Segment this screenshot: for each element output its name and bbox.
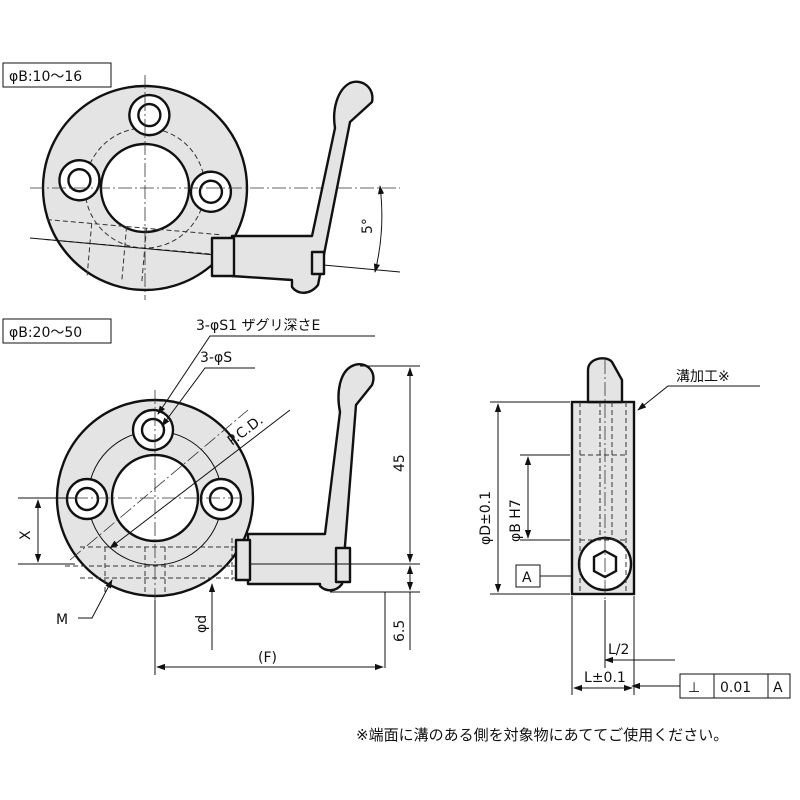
tol-value: 0.01: [720, 680, 751, 696]
tolerance-frame: ⊥ 0.01 A: [679, 673, 791, 699]
pcd-leader: [109, 409, 291, 549]
top-size-label-box: [2, 62, 112, 88]
hole-label: 3-φS: [200, 350, 232, 366]
dim-d: φd: [194, 615, 210, 633]
tol-datum: A: [773, 680, 783, 696]
dim-B: φB H7: [508, 499, 524, 542]
front-size-label: φB:20～50: [9, 325, 82, 341]
top-view: φB:10～16 5°: [2, 62, 401, 300]
dim-f: (F): [258, 650, 277, 666]
top-lever-handle: [230, 80, 374, 294]
dim-D: φD±0.1: [478, 491, 494, 545]
top-size-label: φB:10～16: [9, 69, 82, 85]
footnote: ※端面に溝のある側を対象物にあててご使用ください。: [356, 726, 728, 744]
side-view: 溝加工※ φD±0.1 φB H7 A L/2 L±0.1 ⊥ 0.01 A: [478, 357, 791, 699]
side-lever-top: [586, 357, 624, 404]
dim-L: L±0.1: [584, 670, 626, 686]
front-lever-hub: [234, 538, 252, 582]
angle-label: 5°: [360, 218, 376, 234]
dim-45: 45: [392, 454, 408, 472]
dim-6-5: 6.5: [392, 620, 408, 642]
dim-x: X: [18, 530, 34, 540]
front-lever-handle: [246, 363, 375, 592]
groove-label: 溝加工※: [676, 369, 730, 385]
angle-arc: [373, 185, 385, 273]
counterbore-label: 3-φS1 ザグリ深さE: [196, 318, 320, 334]
counterbore-leader: [157, 335, 375, 415]
hole-leader: [161, 367, 255, 427]
front-size-label-box: [2, 318, 112, 344]
tol-symbol: ⊥: [688, 680, 700, 696]
dim-m: M: [56, 612, 68, 628]
front-view: φB:20～50 3-φS1 ザグリ深さE 3-φS P.C.D.: [2, 318, 420, 675]
top-lever-hub: [210, 236, 236, 278]
dim-L2: L/2: [608, 642, 629, 658]
datum-a: A: [522, 570, 532, 586]
groove-leader: [637, 385, 760, 411]
m-leader: [78, 579, 113, 619]
